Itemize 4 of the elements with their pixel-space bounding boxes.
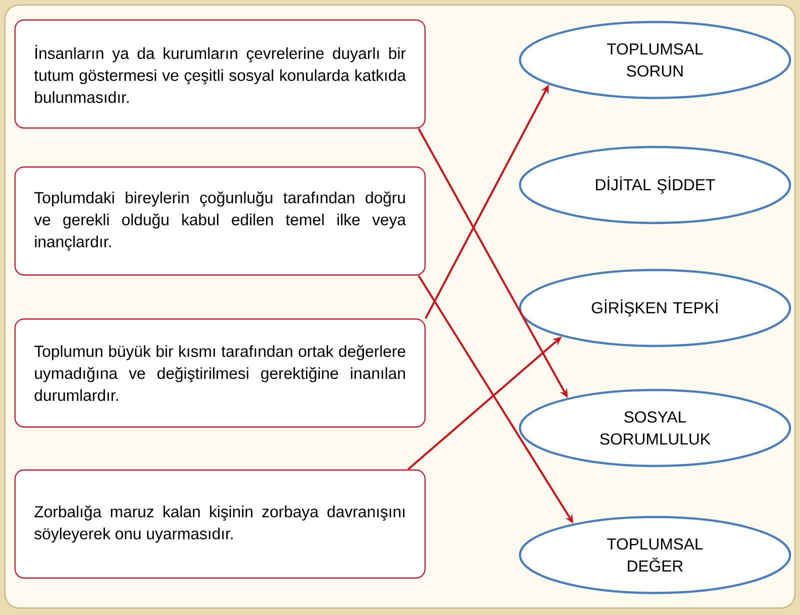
text-box: İnsanların ya da kurumların çevrelerine duyarlı bir tutum göstermesi ve çeşitli sosyal konularda katkıda bulunmasıdır. [14,19,426,129]
text-box: Toplumun büyük bir kısmı tarafından ortak değerlere uymadığına ve değiştirilmesi gerektiğine inanılan durumlardır. [14,318,426,428]
text-box: Zorbalığa maruz kalan kişinin zorbaya davranışını söyleyerek onu uyarmasıdır. [14,469,426,579]
text-box: Toplumdaki bireylerin çoğunluğu tarafından doğru ve gerekli olduğu kabul edilen temel ilke veya inançlardır. [14,166,426,276]
